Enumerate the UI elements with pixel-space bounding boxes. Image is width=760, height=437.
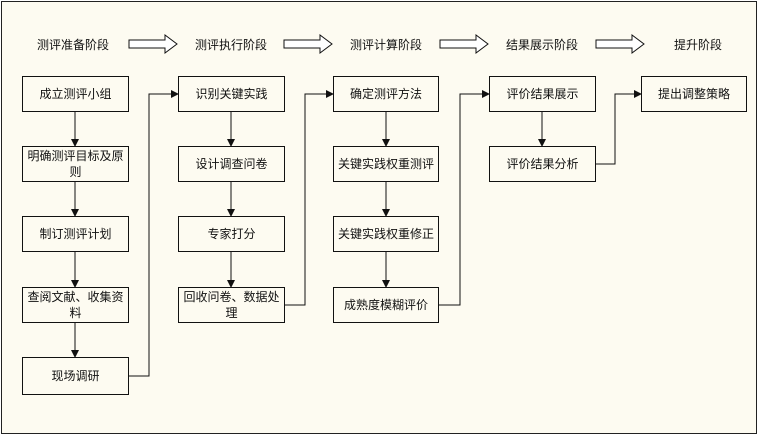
step-review-literature: 查阅文献、收集资料 (22, 287, 129, 323)
stage-label-preparation: 测评准备阶段 (36, 38, 109, 52)
stage-label-improvement: 提升阶段 (673, 38, 722, 52)
stage-arrow-1 (128, 34, 178, 54)
step-weight-correction: 关键实践权重修正 (333, 216, 439, 252)
step-show-results: 评价结果展示 (489, 76, 596, 112)
stage-label-execution: 测评执行阶段 (194, 38, 267, 52)
step-identify-practices: 识别关键实践 (178, 76, 285, 112)
step-fuzzy-evaluation: 成熟度模糊评价 (333, 287, 439, 323)
step-field-research: 现场调研 (22, 357, 129, 395)
step-form-team: 成立测评小组 (22, 76, 129, 112)
stage-arrow-3 (439, 34, 489, 54)
stage-label-calculation: 测评计算阶段 (349, 38, 422, 52)
step-propose-strategy: 提出调整策略 (641, 76, 747, 112)
stage-arrow-4 (595, 34, 645, 54)
step-choose-method: 确定测评方法 (333, 76, 439, 112)
step-define-goals: 明确测评目标及原则 (22, 146, 129, 182)
step-weight-evaluation: 关键实践权重测评 (333, 146, 439, 182)
step-expert-scoring: 专家打分 (178, 216, 285, 252)
step-design-questionnaire: 设计调查问卷 (178, 146, 285, 182)
step-analyze-results: 评价结果分析 (489, 146, 596, 182)
stage-label-display: 结果展示阶段 (505, 38, 578, 52)
stage-arrow-2 (283, 34, 333, 54)
step-collect-data: 回收问卷、数据处理 (178, 287, 285, 323)
step-make-plan: 制订测评计划 (22, 216, 129, 252)
